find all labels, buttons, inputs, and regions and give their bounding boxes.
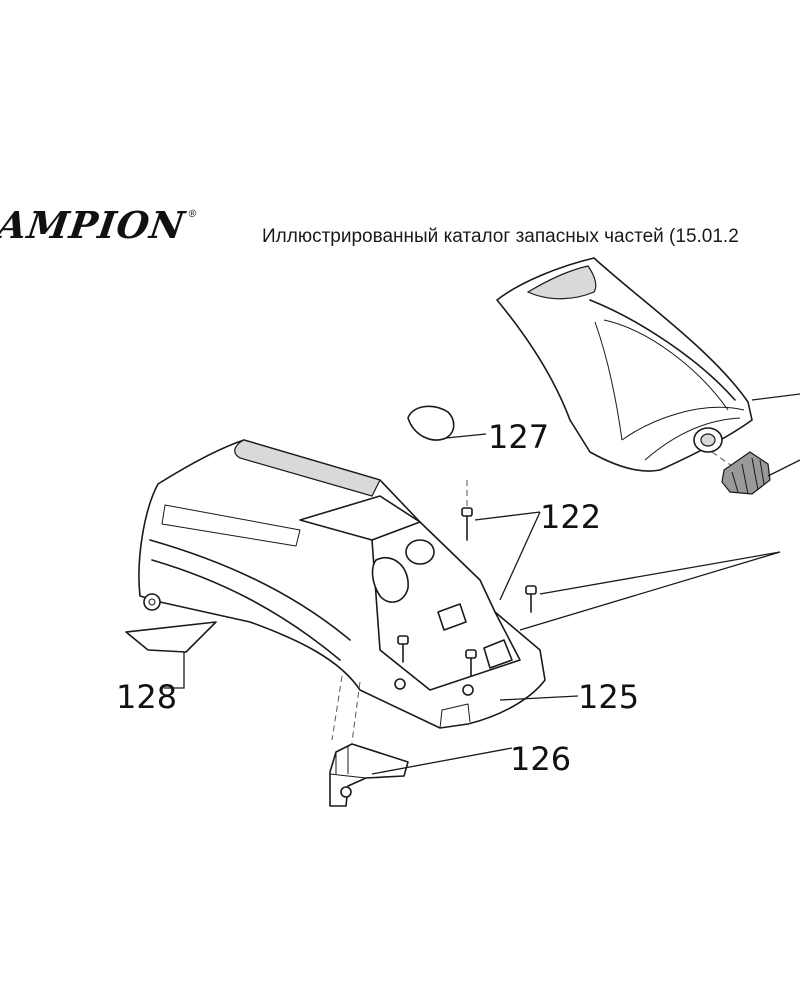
part-126 [329,675,513,807]
callout-127: 127 [488,418,549,456]
main-housing-part [138,439,546,729]
upper-cover-part [496,257,800,472]
knob-part [711,451,800,495]
callout-126: 126 [510,740,571,778]
part-128 [125,621,217,689]
catalog-title: Иллюстрированный каталог запасных частей… [262,226,739,247]
part-127 [407,405,487,441]
leader-125 [499,695,579,701]
screws-part-122 [397,480,781,677]
callout-122: 122 [540,498,601,536]
callout-128: 128 [116,678,177,716]
callout-125: 125 [578,678,639,716]
